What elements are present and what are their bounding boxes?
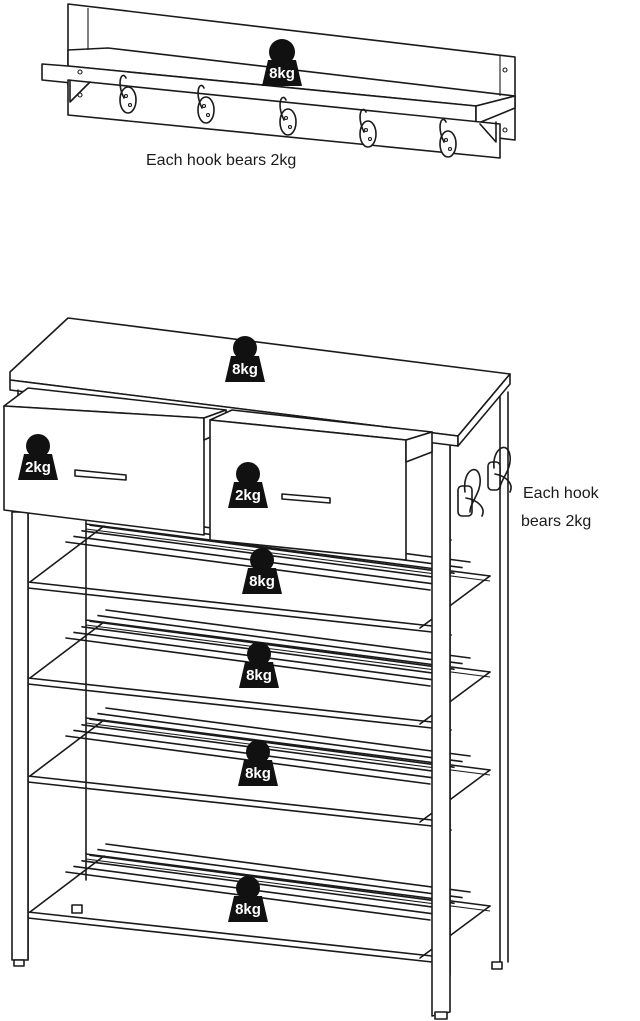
weight-label: 8kg	[269, 65, 295, 82]
kettlebell-weight-icon	[239, 642, 279, 688]
coat-hook-icon	[197, 84, 215, 124]
weight-label: 8kg	[249, 573, 275, 590]
kettlebell-weight-icon	[228, 876, 268, 922]
weight-label: 8kg	[246, 667, 272, 684]
kettlebell-weight-icon	[228, 462, 268, 508]
weight-wall-shelf: 8kg	[262, 39, 302, 86]
shelf-3	[27, 707, 491, 827]
weight-label: 2kg	[25, 459, 51, 476]
weight-shelf-3: 8kg	[238, 740, 278, 786]
weight-shelf-bottom: 8kg	[228, 876, 268, 922]
side-hooks	[457, 446, 512, 517]
coat-hook-icon	[487, 446, 512, 493]
kettlebell-weight-icon	[242, 548, 282, 594]
shelf-bottom	[27, 843, 491, 963]
wall-shelf: 8kg	[41, 3, 516, 159]
weight-shelf-1: 8kg	[242, 548, 282, 594]
coat-hook-icon	[439, 118, 457, 158]
drawer-handle-right	[281, 493, 331, 504]
shelf-bracket-left	[69, 79, 91, 103]
kettlebell-weight-icon	[238, 740, 278, 786]
side-hook-capacity-label-line2: bears 2kg	[521, 513, 591, 530]
weight-label: 2kg	[235, 487, 261, 504]
weight-drawer-left: 2kg	[18, 434, 58, 480]
coat-hook-icon	[359, 108, 377, 148]
weight-top: 8kg	[225, 336, 265, 382]
coat-hook-icon	[119, 74, 137, 114]
weight-label: 8kg	[232, 361, 258, 378]
kettlebell-weight-icon	[18, 434, 58, 480]
drawer-right	[209, 409, 433, 561]
weight-label: 8kg	[235, 901, 261, 918]
coat-hook-icon	[457, 468, 484, 517]
weight-drawer-right: 2kg	[228, 462, 268, 508]
kettlebell-weight-icon	[262, 39, 302, 86]
shelf-bracket-right	[479, 121, 497, 143]
coat-hook-icon	[279, 96, 297, 136]
drawer-handle-left	[74, 469, 127, 481]
drawer-left	[3, 387, 227, 536]
shelf-hook-capacity-label: Each hook bears 2kg	[146, 152, 296, 169]
weight-label: 8kg	[245, 765, 271, 782]
kettlebell-weight-icon	[225, 336, 265, 382]
side-hook-capacity-label-line1: Each hook	[523, 485, 600, 502]
weight-shelf-2: 8kg	[239, 642, 279, 688]
shoe-cabinet: 8kg 2kg 2kg 8kg 8kg 8kg 8kg	[3, 317, 512, 1020]
